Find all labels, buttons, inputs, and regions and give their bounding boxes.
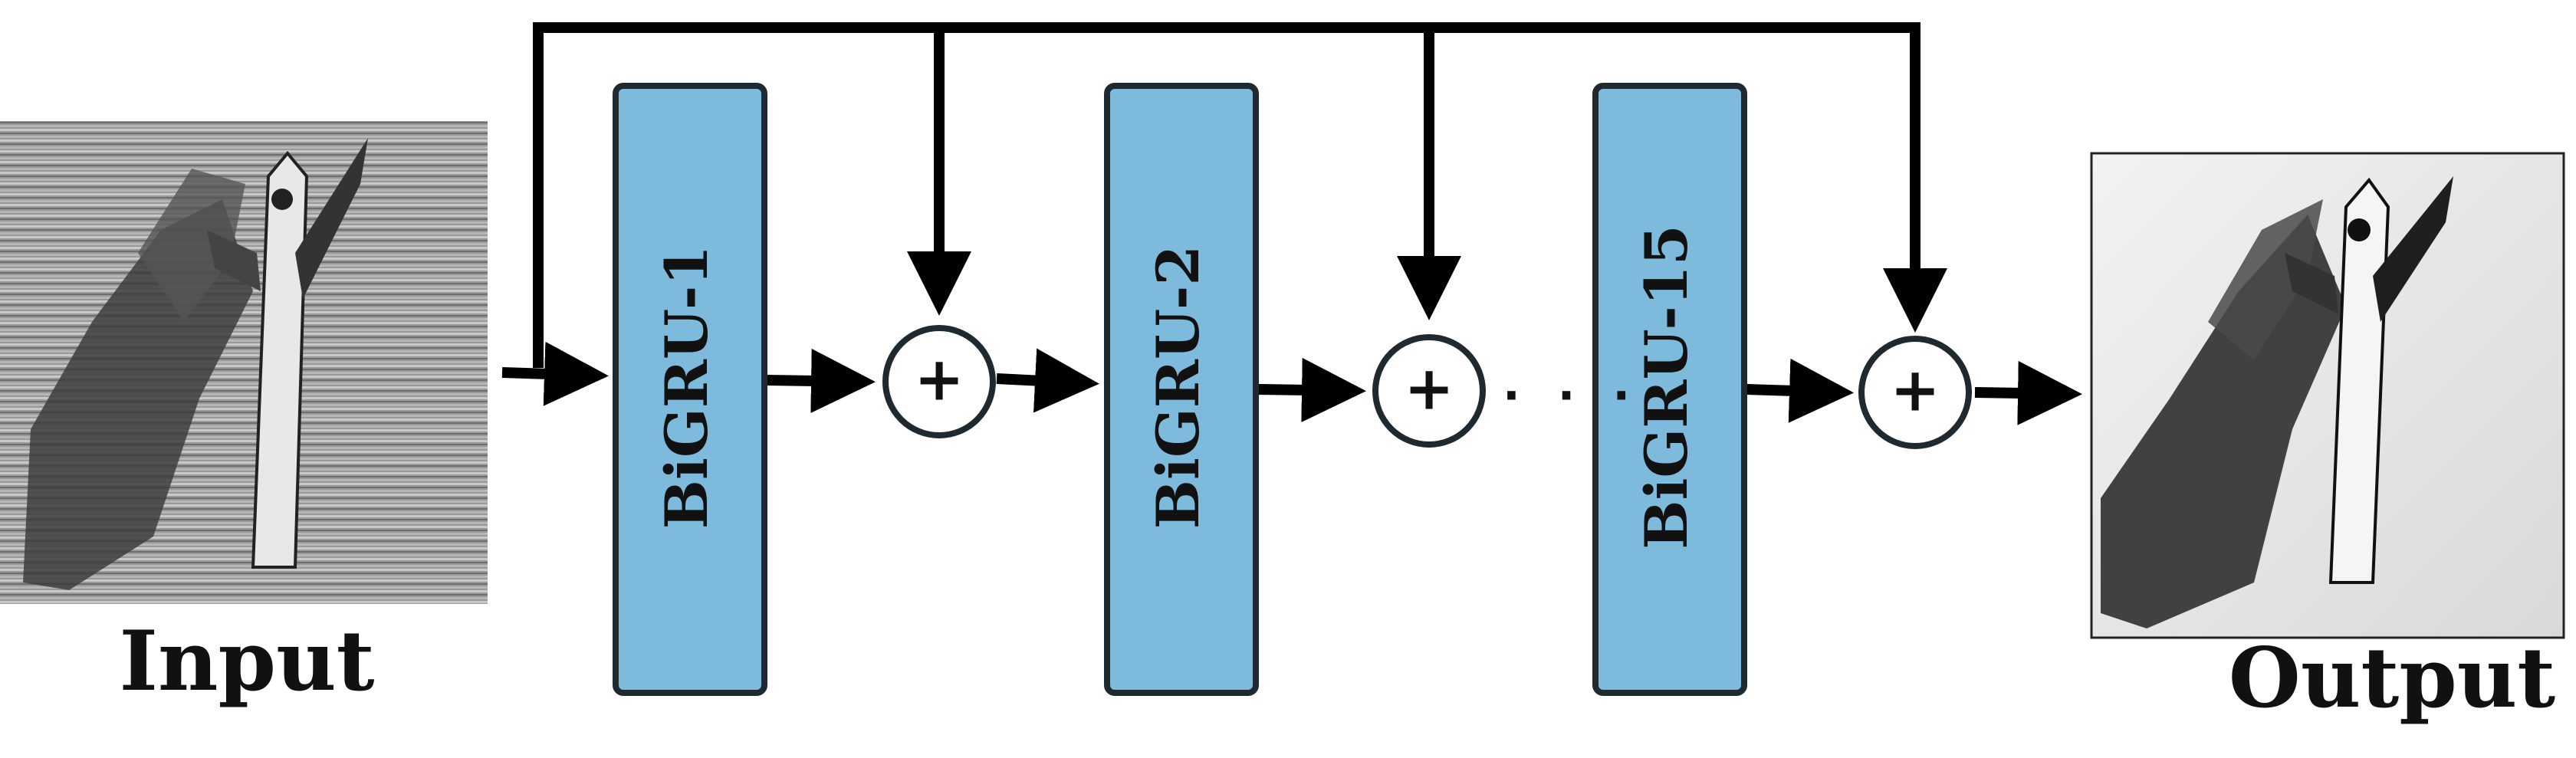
arrow-adder-3-to-output	[1974, 360, 2082, 425]
aircraft-graphic	[2285, 176, 2453, 584]
aircraft-graphic	[207, 138, 368, 569]
adder-node-1: +	[882, 325, 996, 438]
bigru-block-15-label: BiGRU-15	[1632, 225, 1700, 549]
arrow-input-to-bigru-1	[501, 341, 609, 406]
input-caption: Input	[120, 613, 375, 710]
output-image	[2090, 152, 2565, 639]
skip-connections	[533, 22, 1947, 368]
arrow-bigru-2-to-adder-2	[1257, 357, 1366, 422]
arrow-bigru-15-to-adder-3	[1746, 358, 1854, 423]
arrow-adder-1-to-bigru-2	[996, 348, 1099, 413]
adder-node-3: +	[1858, 336, 1972, 449]
bigru-block-2-label: BiGRU-2	[1144, 245, 1212, 530]
bigru-block-2: BiGRU-2	[1104, 83, 1259, 696]
ellipsis: · · ·	[1503, 369, 1641, 423]
input-image	[0, 121, 488, 604]
plus-icon: +	[1404, 354, 1454, 423]
adder-node-2: +	[1372, 334, 1486, 448]
output-caption: Output	[2229, 630, 2556, 727]
bigru-block-1-label: BiGRU-1	[652, 245, 721, 530]
bigru-block-15: BiGRU-15	[1592, 83, 1747, 696]
skip-line-to-adder-3	[533, 22, 1947, 368]
bigru-block-1: BiGRU-1	[613, 83, 767, 696]
plus-icon: +	[914, 345, 964, 414]
forward-arrows	[501, 341, 2082, 425]
plus-icon: +	[1890, 356, 1940, 425]
arrow-bigru-1-to-adder-1	[764, 348, 876, 413]
